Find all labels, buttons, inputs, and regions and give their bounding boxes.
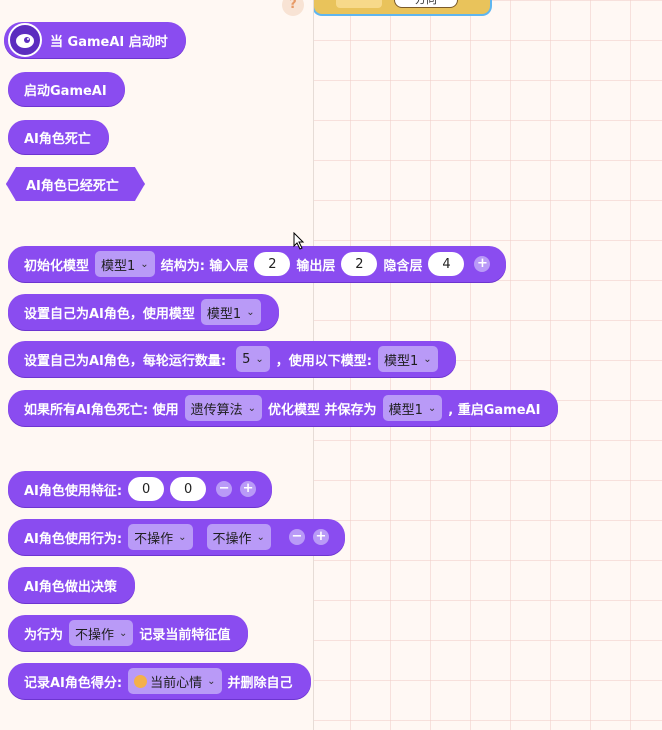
- chevron-down-icon: ⌄: [119, 627, 128, 639]
- add-icon[interactable]: +: [240, 481, 257, 497]
- output-layer-field[interactable]: 2: [341, 252, 378, 276]
- chevron-down-icon: ⌄: [427, 402, 437, 414]
- record-score-block[interactable]: 记录AI角色得分: 当前心情 ⌄ 并删除自己: [8, 663, 311, 699]
- ai-decide-block[interactable]: AI角色做出决策: [8, 567, 135, 603]
- dropdown-value: 模型1: [101, 258, 136, 274]
- algorithm-dropdown[interactable]: 遗传算法 ⌄: [184, 395, 263, 421]
- chevron-down-icon: ⌄: [255, 353, 264, 365]
- score-dropdown[interactable]: 当前心情 ⌄: [128, 668, 222, 694]
- record-action-block[interactable]: 为行为 不操作 ⌄ 记录当前特征值: [8, 615, 249, 651]
- block-label: AI角色已经死亡: [26, 178, 119, 194]
- direction-input[interactable]: 方向: [394, 0, 458, 8]
- block-label: AI角色死亡: [24, 131, 91, 147]
- output-layer-label: 输出层: [296, 258, 336, 274]
- block-label: 初始化模型: [24, 258, 90, 274]
- all-dead-block[interactable]: 如果所有AI角色死亡: 使用 遗传算法 ⌄ 优化模型 并保存为 模型1 ⌄ , 重启…: [8, 390, 559, 426]
- block-label: AI角色使用行为:: [24, 531, 123, 547]
- block-slot: [336, 0, 382, 8]
- chevron-down-icon: ⌄: [178, 531, 187, 543]
- model-dropdown[interactable]: 模型1 ⌄: [200, 299, 261, 325]
- model-dropdown[interactable]: 模型1 ⌄: [382, 395, 443, 421]
- feature-field-2[interactable]: 0: [170, 477, 207, 501]
- block-label-tail: 并删除自己: [227, 675, 293, 691]
- gameai-logo-icon: [8, 23, 42, 57]
- dropdown-value: 不操作: [134, 531, 174, 547]
- init-model-block[interactable]: 初始化模型 模型1 ⌄ 结构为: 输入层 2 输出层 2 隐含层 4 +: [8, 246, 507, 282]
- remove-icon[interactable]: −: [216, 481, 233, 497]
- hidden-layer-field[interactable]: 4: [428, 252, 465, 276]
- ai-features-block[interactable]: AI角色使用特征: 0 0 − +: [8, 471, 273, 507]
- chevron-down-icon: ⌄: [207, 675, 216, 687]
- ai-character-dead-boolean-block[interactable]: AI角色已经死亡: [6, 167, 145, 201]
- workspace-block-partial[interactable]: 方向: [312, 0, 492, 16]
- help-icon[interactable]: ?: [282, 0, 304, 16]
- block-palette: ? 当 GameAI 启动时 启动GameAI AI角色死亡 AI角色已经死亡 …: [0, 0, 559, 730]
- mouse-cursor-icon: [293, 232, 305, 250]
- block-label: 为行为: [24, 627, 64, 643]
- model-dropdown[interactable]: 模型1 ⌄: [95, 251, 155, 277]
- block-label: 记录AI角色得分:: [24, 675, 123, 691]
- dropdown-value: 模型1: [206, 306, 242, 322]
- action-dropdown-1[interactable]: 不操作 ⌄: [128, 524, 193, 550]
- dropdown-value: 不操作: [75, 627, 115, 643]
- when-gameai-starts-block[interactable]: 当 GameAI 启动时: [4, 22, 186, 58]
- dropdown-value: 模型1: [383, 353, 419, 369]
- model-dropdown[interactable]: 模型1 ⌄: [377, 346, 438, 372]
- action-dropdown[interactable]: 不操作 ⌄: [69, 620, 134, 646]
- feature-field-1[interactable]: 0: [128, 477, 165, 501]
- add-icon[interactable]: +: [474, 256, 491, 272]
- block-label: 当 GameAI 启动时: [50, 34, 168, 50]
- block-label: 如果所有AI角色死亡: 使用: [24, 402, 179, 418]
- dropdown-value: 当前心情: [150, 675, 203, 691]
- struct-label: 结构为: 输入层: [160, 258, 249, 274]
- input-layer-field[interactable]: 2: [254, 252, 291, 276]
- block-label: AI角色做出决策: [24, 579, 117, 595]
- dropdown-value: 5: [242, 351, 251, 367]
- action-dropdown-2[interactable]: 不操作 ⌄: [206, 524, 271, 550]
- remove-icon[interactable]: −: [288, 529, 305, 545]
- count-dropdown[interactable]: 5⌄: [236, 346, 270, 372]
- dropdown-value: 模型1: [388, 402, 423, 418]
- dropdown-value: 遗传算法: [190, 402, 243, 418]
- block-label-mid: 优化模型 并保存为: [268, 402, 377, 418]
- block-label-tail: 记录当前特征值: [139, 627, 231, 643]
- block-label: 设置自己为AI角色，每轮运行数量:: [24, 353, 227, 369]
- ai-character-die-block[interactable]: AI角色死亡: [8, 120, 109, 154]
- block-label: 设置自己为AI角色，使用模型: [24, 306, 195, 322]
- block-label: 启动GameAI: [24, 83, 107, 99]
- chevron-down-icon: ⌄: [246, 306, 255, 318]
- block-label-mid: ，使用以下模型:: [275, 353, 372, 369]
- chevron-down-icon: ⌄: [247, 402, 257, 414]
- chevron-down-icon: ⌄: [256, 531, 265, 543]
- add-icon[interactable]: +: [312, 529, 329, 545]
- block-label-tail: , 重启GameAI: [448, 402, 541, 418]
- set-ai-count-block[interactable]: 设置自己为AI角色，每轮运行数量: 5⌄ ，使用以下模型: 模型1⌄: [8, 341, 456, 377]
- hidden-layer-label: 隐含层: [383, 258, 423, 274]
- start-gameai-block[interactable]: 启动GameAI: [8, 72, 125, 106]
- code-workspace[interactable]: [314, 0, 662, 730]
- block-label: AI角色使用特征:: [24, 483, 123, 499]
- chevron-down-icon: ⌄: [140, 258, 149, 270]
- set-ai-model-block[interactable]: 设置自己为AI角色，使用模型 模型1 ⌄: [8, 294, 279, 330]
- ai-actions-block[interactable]: AI角色使用行为: 不操作 ⌄ 不操作 ⌄ − +: [8, 519, 345, 555]
- mood-icon: [134, 674, 148, 688]
- dropdown-value: 不操作: [212, 531, 252, 547]
- chevron-down-icon: ⌄: [423, 353, 432, 365]
